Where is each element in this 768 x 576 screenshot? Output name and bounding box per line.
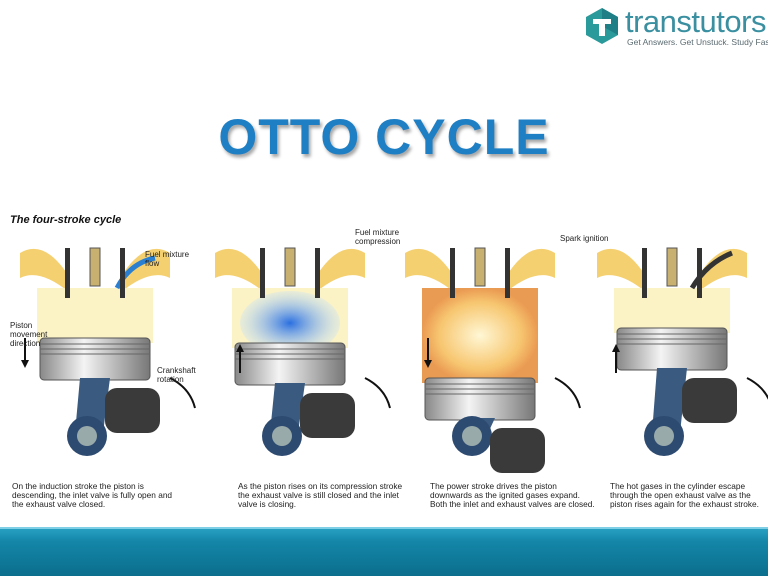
engine-compression bbox=[215, 247, 391, 456]
engine-exhaust bbox=[597, 247, 768, 456]
footer-band bbox=[0, 527, 768, 576]
fuel-flow-arrow bbox=[114, 255, 156, 290]
engine-induction bbox=[20, 247, 196, 456]
crank-bearing bbox=[462, 426, 482, 446]
inlet-valve bbox=[450, 248, 455, 298]
spark-plug bbox=[89, 247, 101, 287]
crank-bearing bbox=[77, 426, 97, 446]
footer-highlight bbox=[0, 527, 768, 529]
inlet-port bbox=[215, 248, 265, 293]
exhaust-valve bbox=[315, 248, 320, 298]
exhaust-valve bbox=[697, 248, 702, 298]
arrow-head bbox=[236, 344, 244, 352]
diagram-heading: The four-stroke cycle bbox=[10, 214, 122, 226]
cylinder bbox=[37, 288, 153, 343]
crank-weight bbox=[105, 388, 160, 433]
crank-weight bbox=[682, 378, 737, 423]
spark-plug bbox=[284, 247, 296, 287]
spark-plug bbox=[474, 247, 486, 287]
compressed-mixture bbox=[240, 291, 340, 355]
crank-bearing bbox=[272, 426, 292, 446]
four-stroke-diagram: The four-stroke cycle Fuel mixture flow … bbox=[0, 208, 768, 526]
logo-hexagon-icon bbox=[586, 8, 618, 44]
transtutors-logo: transtutors Get Answers. Get Unstuck. St… bbox=[585, 4, 768, 48]
crank-rotation-arrow bbox=[554, 377, 581, 409]
spark-plug bbox=[666, 247, 678, 287]
label-piston-direction: Piston movement direction bbox=[10, 321, 48, 348]
inlet-valve bbox=[260, 248, 265, 298]
exhaust-flow-arrow bbox=[689, 250, 733, 290]
cylinder bbox=[422, 288, 538, 383]
arrow-head bbox=[424, 360, 432, 368]
inlet-valve bbox=[642, 248, 647, 298]
crank-rotation-arrow bbox=[169, 377, 196, 409]
inlet-valve bbox=[65, 248, 70, 298]
caption-induction: On the induction stroke the piston is de… bbox=[12, 481, 173, 509]
label-fuel-flow: Fuel mixture flow bbox=[145, 250, 190, 268]
logo-wordmark: transtutors bbox=[625, 4, 766, 39]
exhaust-port bbox=[120, 248, 170, 293]
inlet-port bbox=[405, 248, 455, 293]
crank-rotation-arrow bbox=[364, 377, 391, 409]
caption-compression: As the piston rises on its compression s… bbox=[238, 481, 403, 509]
exhaust-valve bbox=[505, 248, 510, 298]
inlet-port bbox=[20, 248, 70, 293]
cylinder bbox=[614, 288, 730, 333]
inlet-port bbox=[597, 248, 647, 293]
label-spark: Spark ignition bbox=[560, 234, 609, 243]
arrow-head bbox=[21, 360, 29, 368]
logo-tagline: Get Answers. Get Unstuck. Study Faster bbox=[627, 37, 768, 47]
arrow-head bbox=[612, 344, 620, 352]
label-crankshaft: Crankshaft rotation bbox=[157, 366, 196, 384]
engine-power bbox=[405, 247, 581, 473]
exhaust-port bbox=[315, 248, 365, 293]
exhaust-port bbox=[505, 248, 555, 293]
exhaust-valve bbox=[120, 248, 125, 298]
exhaust-port bbox=[697, 248, 747, 293]
crank-rotation-arrow bbox=[746, 377, 768, 400]
slide-title: OTTO CYCLE bbox=[218, 109, 550, 165]
caption-power: The power stroke drives the piston downw… bbox=[430, 481, 595, 509]
caption-exhaust: The hot gases in the cylinder escape thr… bbox=[610, 481, 759, 509]
label-compression: Fuel mixture compression bbox=[355, 228, 401, 246]
crank-weight bbox=[490, 428, 545, 473]
crank-weight bbox=[300, 393, 355, 438]
crank-bearing bbox=[654, 426, 674, 446]
engine-illustrations bbox=[20, 247, 768, 473]
